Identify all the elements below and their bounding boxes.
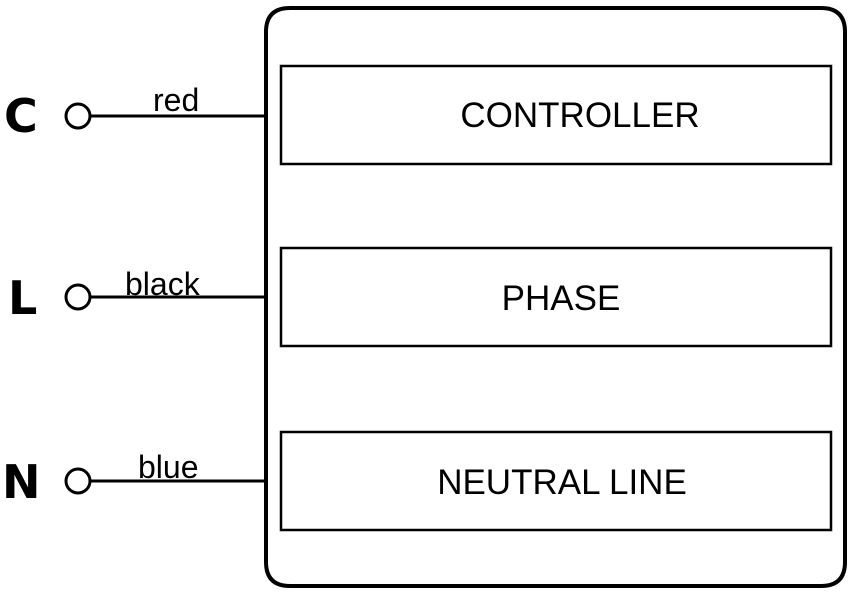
terminal-row-neutral: N blue NEUTRAL LINE bbox=[2, 430, 833, 532]
terminal-letter-l: L bbox=[8, 271, 37, 325]
terminal-letter-n: N bbox=[2, 455, 41, 509]
terminal-connector-n bbox=[64, 467, 92, 495]
terminal-letter-c: C bbox=[4, 89, 38, 143]
block-controller bbox=[279, 64, 833, 166]
block-phase bbox=[279, 246, 833, 348]
device-enclosure bbox=[264, 6, 847, 588]
terminal-connector-c bbox=[64, 102, 92, 130]
terminal-connector-l bbox=[64, 283, 92, 311]
block-label-phase: PHASE bbox=[502, 279, 621, 318]
wire-label-black: black bbox=[125, 266, 201, 302]
terminal-row-phase: L black PHASE bbox=[8, 246, 833, 348]
block-neutral-line bbox=[279, 430, 833, 532]
block-label-controller: CONTROLLER bbox=[460, 96, 699, 135]
block-label-neutral-line: NEUTRAL LINE bbox=[437, 463, 687, 502]
terminal-row-controller: C red CONTROLLER bbox=[4, 64, 833, 166]
wire-label-red: red bbox=[153, 82, 199, 118]
wire-label-blue: blue bbox=[138, 449, 199, 485]
